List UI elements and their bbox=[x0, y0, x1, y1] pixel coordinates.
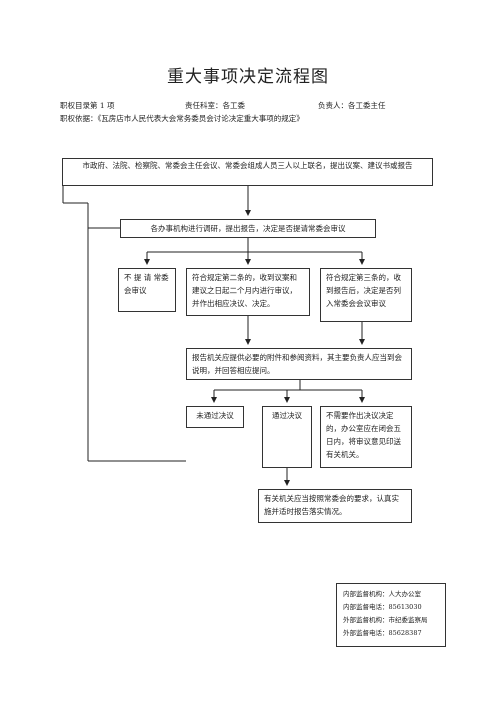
not-passed-box: 未通过决议 bbox=[186, 406, 244, 428]
responsible-department: 责任科室：各工委 bbox=[185, 101, 245, 110]
internal-supervision-tel: 内部监督电话：85613030 bbox=[343, 603, 422, 611]
implement-box: 有关机关应当按照常委会的要求，认真实施并适时报告落实情况。 bbox=[258, 489, 412, 523]
not-submit-box: 不 提 请 常委会审议 bbox=[118, 268, 176, 312]
responsible-person: 负责人：各工委主任 bbox=[318, 101, 386, 110]
external-supervision-tel: 外部监督电话：85628387 bbox=[343, 629, 422, 637]
article3-box: 符合规定第三条的，收到报告后，决定是否列入常委会会议审议 bbox=[320, 268, 412, 322]
proposal-box: 市政府、法院、检察院、常委会主任会议、常委会组成人员三人以上联名，提出议案、建议… bbox=[62, 158, 433, 186]
passed-box: 通过决议 bbox=[262, 406, 312, 468]
research-box: 各办事机构进行调研，提出报告，决定是否提请常委会审议 bbox=[120, 219, 376, 238]
directory-number: 职权目录第 1 项 bbox=[60, 101, 115, 110]
supervision-box: 内部监督机构：人大办公室 内部监督电话：85613030 外部监督机构：市纪委监… bbox=[336, 583, 446, 647]
no-decision-box: 不需要作出决议决定的，办公室应在闭会五日内，将审议意见印送有关机关。 bbox=[320, 406, 412, 468]
report-org-box: 报告机关应提供必要的附件和参阅资料，其主要负责人应当到会说明，并回答相应提问。 bbox=[186, 348, 412, 380]
authority-basis: 职权依据：《瓦房店市人民代表大会常务委员会讨论决定重大事项的规定》 bbox=[60, 114, 304, 123]
external-supervision-org: 外部监督机构：市纪委监察局 bbox=[343, 616, 428, 624]
article2-box: 符合规定第二条的，收到议案和建议之日起二个月内进行审议，并作出相应决议、决定。 bbox=[186, 268, 310, 316]
page-title: 重大事项决定流程图 bbox=[167, 67, 329, 87]
internal-supervision-org: 内部监督机构：人大办公室 bbox=[343, 590, 421, 598]
